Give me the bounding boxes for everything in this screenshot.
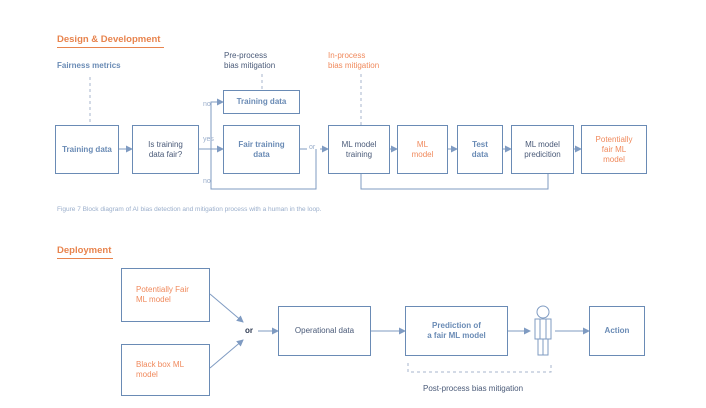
deploy-or-label: or xyxy=(245,326,253,335)
deploy-black-box-model-box: Black box ML model xyxy=(121,344,210,396)
or-merge-label: or xyxy=(309,144,316,151)
operational-data-box: Operational data xyxy=(278,306,371,356)
design-title-underline xyxy=(57,47,164,48)
fairness-metrics-label: Fairness metrics xyxy=(57,61,121,70)
ml-model-training-box: ML model training xyxy=(328,125,390,174)
inprocess-mitigation-label: In-process bias mitigation xyxy=(328,51,380,70)
postprocess-mitigation-label: Post-process bias mitigation xyxy=(423,384,524,393)
design-section-title: Design & Development xyxy=(57,34,161,45)
branch-no-bottom-label: no xyxy=(203,178,211,185)
deployment-title-underline xyxy=(57,258,113,259)
branch-no-top-label: no xyxy=(203,101,211,108)
human-figure-icon xyxy=(534,305,552,356)
action-box: Action xyxy=(589,306,645,356)
preprocess-mitigation-label: Pre-process bias mitigation xyxy=(224,51,276,70)
training-data-box: Training data xyxy=(55,125,119,174)
figure-caption: Figure 7 Block diagram of AI bias detect… xyxy=(57,206,322,213)
fair-training-data-box: Fair training data xyxy=(223,125,300,174)
retrain-data-box: Training data xyxy=(223,90,300,114)
ml-model-prediction-box: ML model predicition xyxy=(511,125,574,174)
fair-model-prediction-box: Prediction of a fair ML model xyxy=(405,306,508,356)
deployment-section-title: Deployment xyxy=(57,245,112,256)
ml-model-box: ML model xyxy=(397,125,448,174)
branch-yes-label: yes xyxy=(203,136,214,143)
deploy-potentially-fair-box: Potentially Fair ML model xyxy=(121,268,210,322)
test-data-box: Test data xyxy=(457,125,503,174)
fairness-decision-box: Is training data fair? xyxy=(132,125,199,174)
potentially-fair-model-box: Potentially fair ML model xyxy=(581,125,647,174)
